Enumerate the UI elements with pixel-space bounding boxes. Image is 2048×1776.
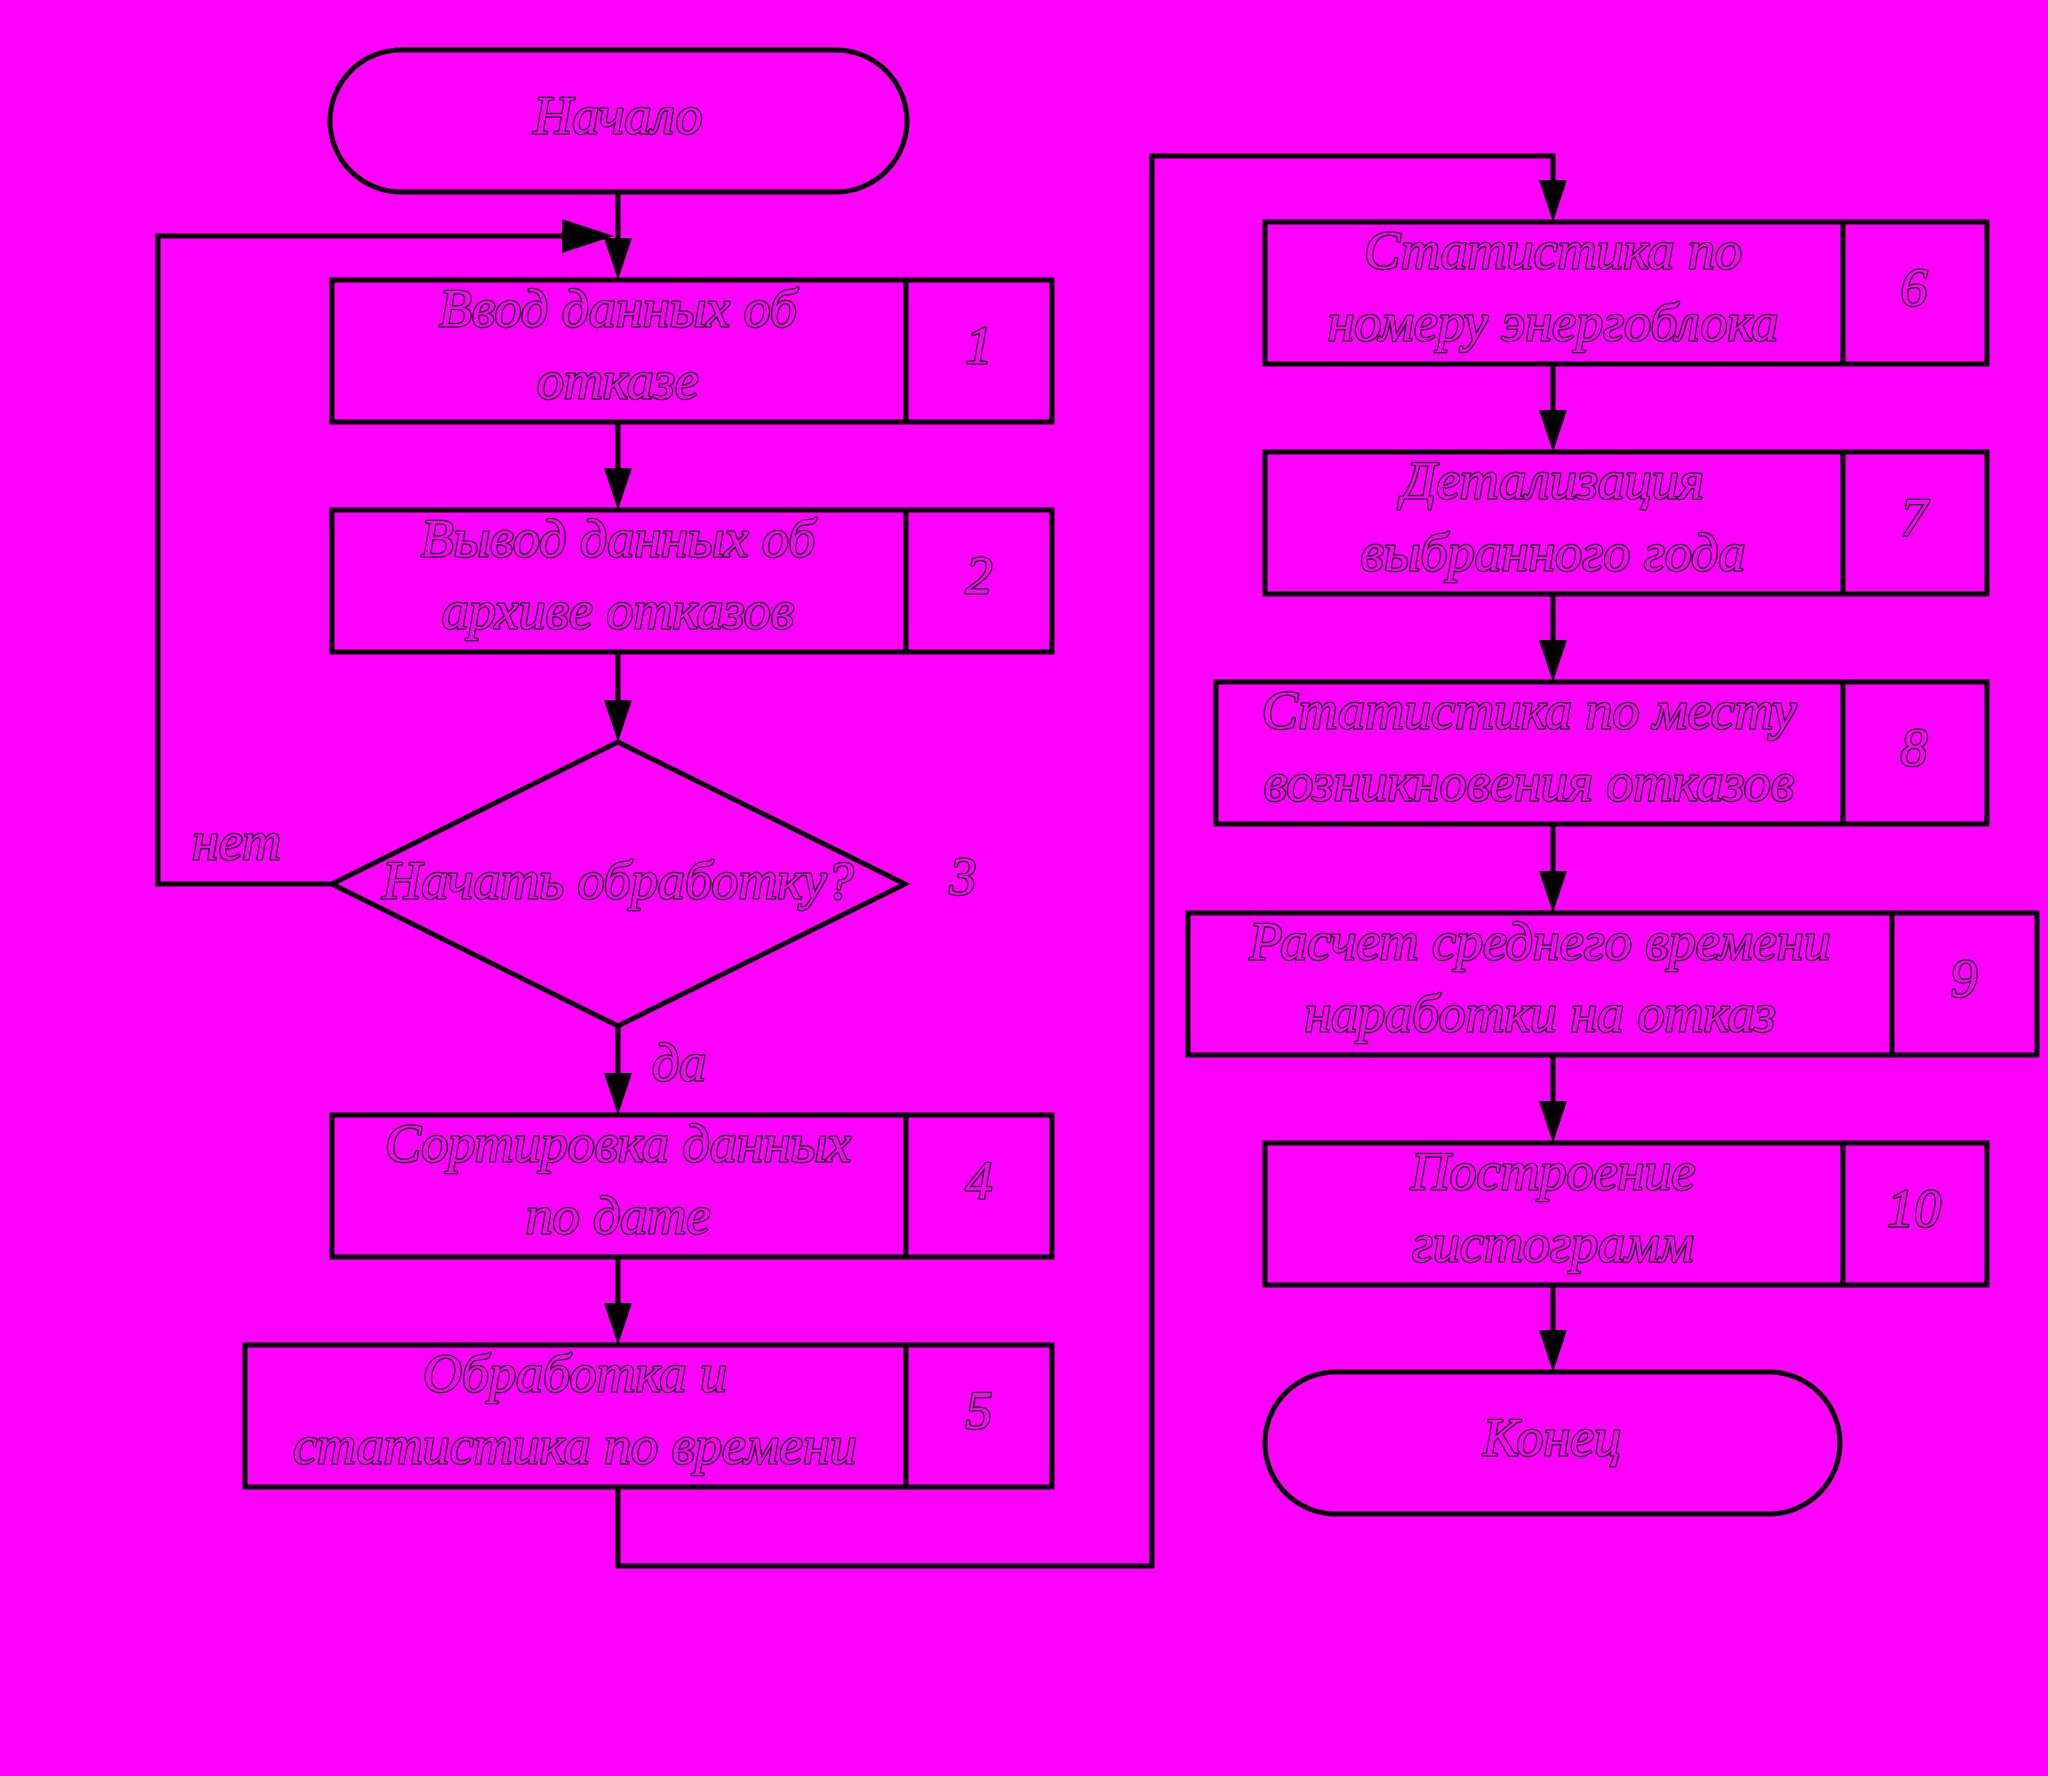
step-7-box: [1262, 449, 1990, 597]
start-label: Начало: [532, 85, 702, 145]
end-label: Конец: [1482, 1407, 1622, 1467]
step-1-number: 1: [966, 315, 993, 375]
step-9-text-line-1: Расчет среднего времени: [1248, 911, 1830, 971]
step-7-number: 7: [1901, 487, 1930, 547]
step-8-text-line-1: Статистика по месту: [1262, 680, 1797, 740]
step-6-text-line-2: номеру энергоблока: [1328, 292, 1779, 352]
step-9-text-line-2: наработки на отказ: [1304, 983, 1775, 1043]
step-10-box: [1262, 1140, 1990, 1288]
step-4-text-line-2: по дате: [526, 1185, 711, 1245]
arrowhead-into-6: [1539, 180, 1567, 222]
step-1-box: [329, 277, 1055, 425]
step-7-text-line-2: выбранного года: [1361, 522, 1746, 582]
arrowhead-into-8: [1539, 640, 1567, 682]
step-4-box: [329, 1112, 1055, 1260]
arrowhead-into-10: [1539, 1101, 1567, 1143]
step-8-text-line-2: возникновения отказов: [1264, 752, 1794, 812]
arrowhead-into-3: [604, 700, 632, 742]
arrowhead-into-5: [604, 1303, 632, 1345]
decision-text: Начать обработку?: [381, 850, 853, 910]
decision-yes-label: да: [652, 1032, 706, 1092]
step-4-number: 4: [966, 1150, 993, 1210]
arrowhead-into-end: [1539, 1330, 1567, 1372]
step-2-text-line-1: Вывод данных об: [421, 508, 818, 568]
step-2-text-line-2: архиве отказов: [442, 580, 795, 640]
decision-number: 3: [949, 846, 977, 906]
end-terminal: [1262, 1369, 1843, 1517]
step-2-box: [329, 507, 1055, 655]
step-9-number: 9: [1951, 948, 1978, 1008]
step-5-text-line-2: статистика по времени: [293, 1415, 857, 1475]
step-2-number: 2: [966, 545, 993, 605]
arrowhead-into-9: [1539, 871, 1567, 913]
step-9-box: [1185, 910, 2040, 1058]
step-6-number: 6: [1901, 257, 1928, 317]
step-1-text-line-1: Ввод данных об: [439, 278, 799, 338]
connector-no-loop: [155, 233, 572, 887]
connector-5-to-6: [615, 153, 1556, 1569]
step-10-text-line-1: Построение: [1410, 1141, 1696, 1201]
step-6-box: [1262, 219, 1990, 367]
decision-no-label: нет: [192, 811, 281, 871]
step-1-text-line-2: отказе: [537, 350, 699, 410]
arrowhead-into-7: [1539, 410, 1567, 452]
step-6-text-line-1: Статистика по: [1364, 220, 1742, 280]
step-5-number: 5: [966, 1380, 993, 1440]
step-8-box: [1213, 679, 1990, 827]
step-7-text-line-1: Детализация: [1397, 450, 1704, 510]
step-10-text-line-2: гистограмм: [1412, 1213, 1694, 1273]
arrowhead-into-2: [604, 468, 632, 510]
arrowhead-into-4: [604, 1073, 632, 1115]
step-10-number: 10: [1887, 1178, 1941, 1238]
step-5-text-line-1: Обработка и: [423, 1343, 727, 1403]
step-5-box: [242, 1342, 1055, 1490]
arrowhead-no-loop: [562, 219, 614, 253]
step-4-text-line-1: Сортировка данных: [385, 1113, 851, 1173]
step-8-number: 8: [1901, 717, 1928, 777]
arrowhead-into-1: [604, 238, 632, 280]
